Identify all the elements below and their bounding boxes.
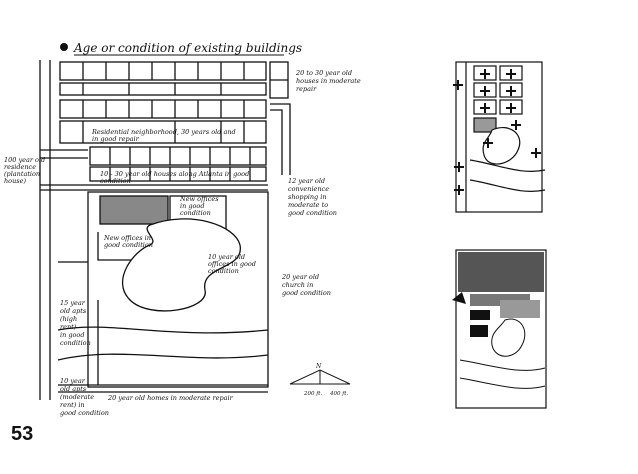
label-street-band-2: condition — [100, 177, 131, 185]
label-apts-1: 15 year — [60, 299, 86, 307]
label-new-offices-bl-2: good condition — [104, 241, 153, 249]
label-church-2: church in — [282, 281, 313, 289]
sketch-title: Age or condition of existing buildings — [73, 41, 302, 55]
label-bottom-left-4: rent) in — [60, 401, 85, 409]
label-residential-2: in good repair — [92, 135, 140, 143]
label-top-right-1: 20 to 30 year old — [295, 69, 352, 77]
label-top-right-2: houses in moderate — [296, 77, 361, 85]
label-new-offices-2: in good — [180, 202, 204, 210]
label-shopping-5: good condition — [288, 209, 337, 217]
label-left-3: (plantation — [4, 170, 40, 178]
label-mid-3: condition — [208, 267, 239, 275]
label-left-2: residence — [4, 163, 36, 171]
label-shopping-3: shopping in — [288, 193, 327, 201]
right-thumbnail-top — [455, 61, 546, 213]
label-street-band-1: 10 - 30 year old houses along Atlanta in… — [100, 170, 249, 178]
label-church-3: good condition — [282, 289, 331, 297]
label-bottom-left-1: 10 year — [60, 377, 86, 385]
label-bottom-left-2: old apts — [60, 385, 87, 393]
scale-label-2: 400 ft. — [329, 391, 348, 397]
label-church-1: 20 year old — [281, 273, 319, 281]
label-apts-3: (high — [60, 315, 77, 323]
label-bottom-band: 20 year old homes in moderate repair — [107, 394, 234, 402]
label-apts-6: condition — [60, 339, 91, 347]
north-label: N — [315, 363, 322, 370]
page-number: 53 — [11, 423, 34, 445]
label-apts-2: old apts — [60, 307, 87, 315]
label-left-4: house) — [4, 177, 26, 185]
label-bottom-left-5: good condition — [60, 409, 109, 417]
right-thumbnail-bottom — [452, 249, 547, 409]
label-new-offices-bl-1: New offices in — [103, 234, 151, 242]
label-shopping-2: convenience — [288, 185, 329, 193]
label-mid-1: 10 year old — [208, 253, 245, 261]
north-arrow-icon — [289, 369, 351, 385]
label-mid-2: offices in good — [208, 260, 256, 268]
scale-label-1: 200 ft. — [303, 391, 322, 397]
label-new-offices-3: condition — [180, 209, 211, 217]
label-bottom-left-3: (moderate — [60, 393, 94, 401]
label-apts-4: rent) — [60, 323, 77, 331]
label-shopping-4: moderate to — [288, 201, 328, 209]
label-new-offices-1: New offices — [179, 195, 219, 203]
bullet-icon — [60, 43, 68, 51]
label-left-1: 100 year old — [4, 156, 45, 164]
label-top-right-3: repair — [296, 85, 317, 93]
housing-blocks-top — [59, 61, 289, 182]
label-residential-1: Residential neighborhood, 30 years old a… — [91, 128, 236, 136]
main-site-plan — [39, 60, 291, 400]
plus-icon — [453, 69, 541, 195]
label-apts-5: in good — [60, 331, 84, 339]
label-shopping-1: 12 year old — [288, 177, 325, 185]
